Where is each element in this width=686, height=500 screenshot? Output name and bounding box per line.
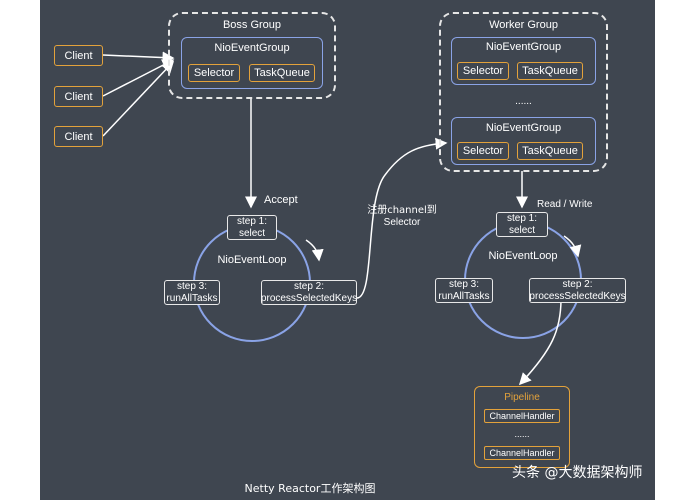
worker-nioeventgroup-1 [451,37,596,85]
boss-loop-arrow [305,239,324,262]
worker-taskqueue-2: TaskQueue [517,142,583,160]
register-arrow [356,137,448,299]
boss-step2-title: step 2: [293,280,325,292]
worker-step2-title: step 2: [562,278,593,290]
boss-group-title: Boss Group [222,19,282,31]
worker-loop-arrow [563,235,582,258]
worker-step3-text: runAllTasks [438,290,490,302]
boss-step3-title: step 3: [176,280,208,292]
boss-taskqueue: TaskQueue [249,64,315,82]
diagram-caption: Netty Reactor工作架构图 [244,482,376,495]
worker-nioeventgroup-2 [451,117,596,165]
worker-step1: step 1: select [496,212,548,237]
pipeline-title: Pipeline [504,392,540,403]
accept-label: Accept [264,194,298,206]
pipeline-box [474,386,570,468]
channel-handler-2: ChannelHandler [484,446,560,460]
worker-taskqueue-1: TaskQueue [517,62,583,80]
pipeline-arrow [518,298,562,386]
read-write-label: Read / Write [537,199,593,210]
register-label-line2: Selector [383,217,421,228]
boss-step2-text: processSelectedKeys [260,292,358,304]
worker-ellipsis: ...... [515,96,532,107]
boss-nioeventgroup-label: NioEventGroup [214,42,290,54]
boss-selector: Selector [188,64,240,82]
boss-group [168,12,336,99]
client-arrow-2 [102,59,175,97]
client-2: Client [54,86,103,107]
boss-nioeventgroup [181,37,323,89]
diagram-canvas: Client Client Client Boss Group NioEvent… [40,0,655,500]
watermark: 头条 @大数据架构师 [512,465,643,481]
register-label-line1: 注册channel到 [367,205,437,216]
worker-loop-label: NioEventLoop [488,250,558,262]
boss-step1: step 1: select [227,215,277,240]
boss-loop-label: NioEventLoop [217,254,287,266]
boss-step1-text: select [238,227,266,239]
client-3: Client [54,126,103,147]
boss-step1-title: step 1: [236,215,268,227]
worker-step2: step 2: processSelectedKeys [529,278,626,303]
boss-step3-text: runAllTasks [166,292,218,304]
channel-handler-1: ChannelHandler [484,409,560,423]
boss-step2: step 2: processSelectedKeys [261,280,357,305]
worker-nioeventgroup-2-label: NioEventGroup [485,122,562,134]
worker-group-title: Worker Group [489,19,558,31]
worker-step1-title: step 1: [506,212,538,224]
client-arrow-3 [102,60,175,137]
boss-step3: step 3: runAllTasks [164,280,220,305]
worker-step3-title: step 3: [448,278,480,290]
worker-selector-2: Selector [457,142,509,160]
client-1: Client [54,45,103,66]
worker-selector-1: Selector [457,62,509,80]
pipeline-ellipsis: ...... [514,429,530,439]
client-arrow-1 [102,51,175,64]
worker-step2-text: processSelectedKeys [529,290,626,302]
worker-group [439,12,608,172]
worker-step3: step 3: runAllTasks [435,278,493,303]
worker-nioeventgroup-1-label: NioEventGroup [485,41,562,53]
worker-step1-text: select [508,224,536,236]
